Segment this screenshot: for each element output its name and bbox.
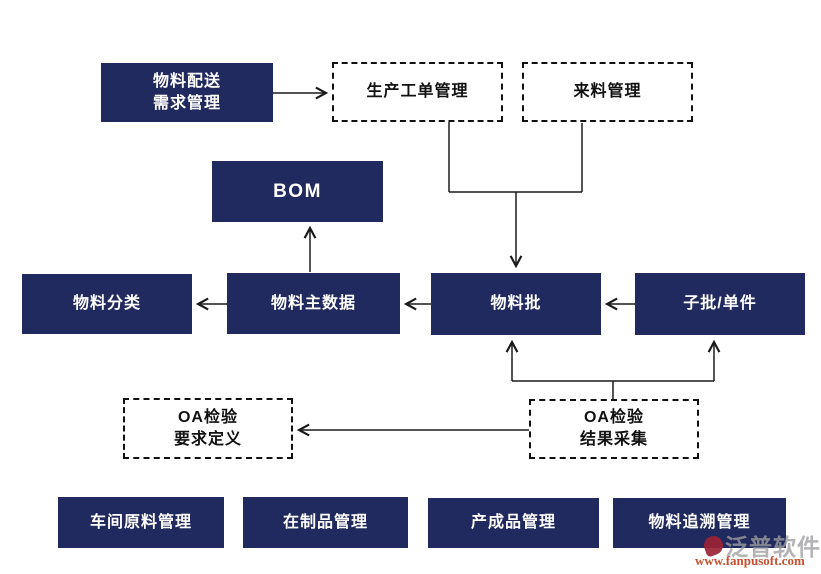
node-workshop-raw-material: 车间原料管理 (58, 497, 224, 548)
node-production-work-order: 生产工单管理 (332, 62, 503, 122)
node-material-master-data: 物料主数据 (227, 273, 400, 334)
node-incoming-material: 来料管理 (522, 62, 693, 122)
watermark-url-text: www.fanpusoft.com (695, 553, 805, 568)
node-material-category: 物料分类 (22, 274, 192, 334)
node-material-traceability: 物料追溯管理 (613, 498, 786, 548)
node-oa-inspection-requirement: OA检验 要求定义 (123, 398, 293, 459)
node-sub-batch-unit: 子批/单件 (635, 273, 805, 335)
node-wip-management: 在制品管理 (243, 497, 408, 548)
node-oa-inspection-result: OA检验 结果采集 (529, 399, 699, 459)
node-material-batch: 物料批 (431, 273, 601, 335)
node-material-delivery-demand: 物料配送 需求管理 (101, 63, 273, 122)
node-bom: BOM (212, 161, 383, 222)
node-finished-product: 产成品管理 (428, 498, 599, 548)
